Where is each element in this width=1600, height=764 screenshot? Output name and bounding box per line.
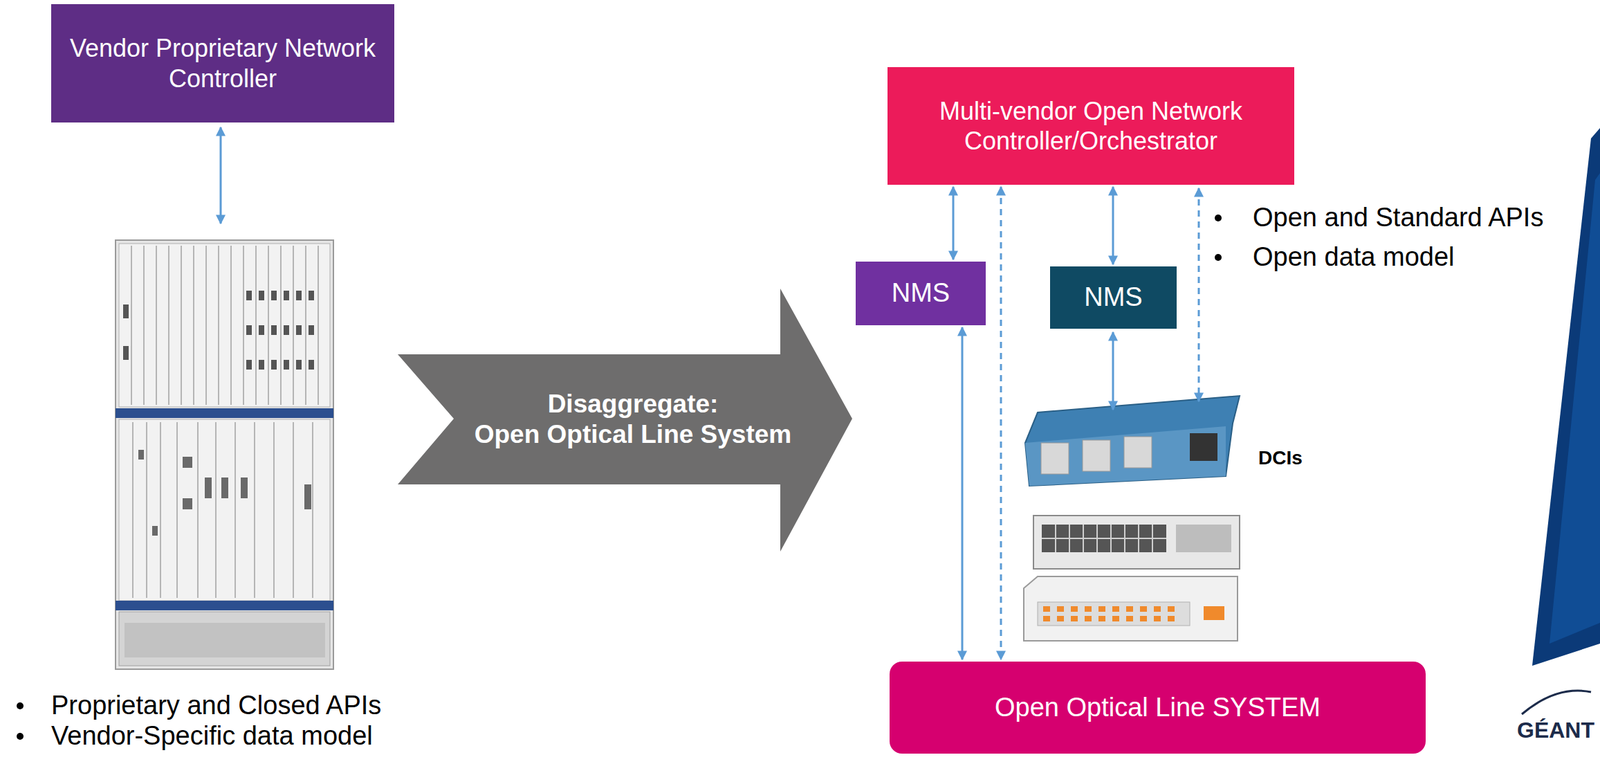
bullet-dot xyxy=(16,732,24,740)
dci-illustration xyxy=(1023,395,1240,641)
orchestrator-box: Multi-vendor Open Network Controller/Orc… xyxy=(887,67,1295,185)
api-arrow xyxy=(1112,186,1115,265)
api-arrow xyxy=(952,186,955,260)
bullet-dot xyxy=(1214,214,1222,222)
node-text: Disaggregate: xyxy=(547,388,719,420)
node-text: NMS xyxy=(891,277,950,310)
node-text: Multi-vendor Open Network Controller/Orc… xyxy=(901,96,1281,156)
logo-swoosh xyxy=(1521,690,1592,714)
line-system-box: Open Optical Line SYSTEM xyxy=(889,661,1426,754)
bullet-text: Proprietary and Closed APIs xyxy=(51,689,382,722)
logo-text: GÉANT xyxy=(1516,716,1595,743)
controller-box: Vendor Proprietary Network Controller xyxy=(51,4,395,123)
node-text: Open Optical Line SYSTEM xyxy=(994,691,1321,724)
decor-panel-light xyxy=(1549,172,1600,644)
node-text: Vendor Proprietary Network Controller xyxy=(65,33,381,93)
bullet-text: Open data model xyxy=(1252,241,1455,274)
api-arrow xyxy=(219,127,223,224)
bullet-text: Vendor-Specific data model xyxy=(51,720,373,752)
bullet-text: Open and Standard APIs xyxy=(1252,201,1544,234)
arrow-fill xyxy=(397,288,853,552)
api-arrow-dashed xyxy=(1198,188,1201,402)
disaggregate-arrow: Disaggregate:Open Optical Line System xyxy=(397,288,853,552)
api-arrow xyxy=(1112,332,1115,410)
bullet-dot xyxy=(1214,253,1222,261)
rack-illustration xyxy=(115,240,334,669)
device-label: DCIs xyxy=(1258,446,1303,470)
node-text: NMS xyxy=(1083,281,1143,314)
arrow-text-holder: Disaggregate:Open Optical Line System xyxy=(446,354,820,485)
bullet-dot xyxy=(16,702,24,710)
api-arrow xyxy=(961,327,964,660)
nms-box: NMS xyxy=(855,261,986,326)
nms-box: NMS xyxy=(1050,266,1177,329)
node-text: Open Optical Line System xyxy=(474,419,793,450)
api-arrow-dashed xyxy=(1000,186,1003,660)
